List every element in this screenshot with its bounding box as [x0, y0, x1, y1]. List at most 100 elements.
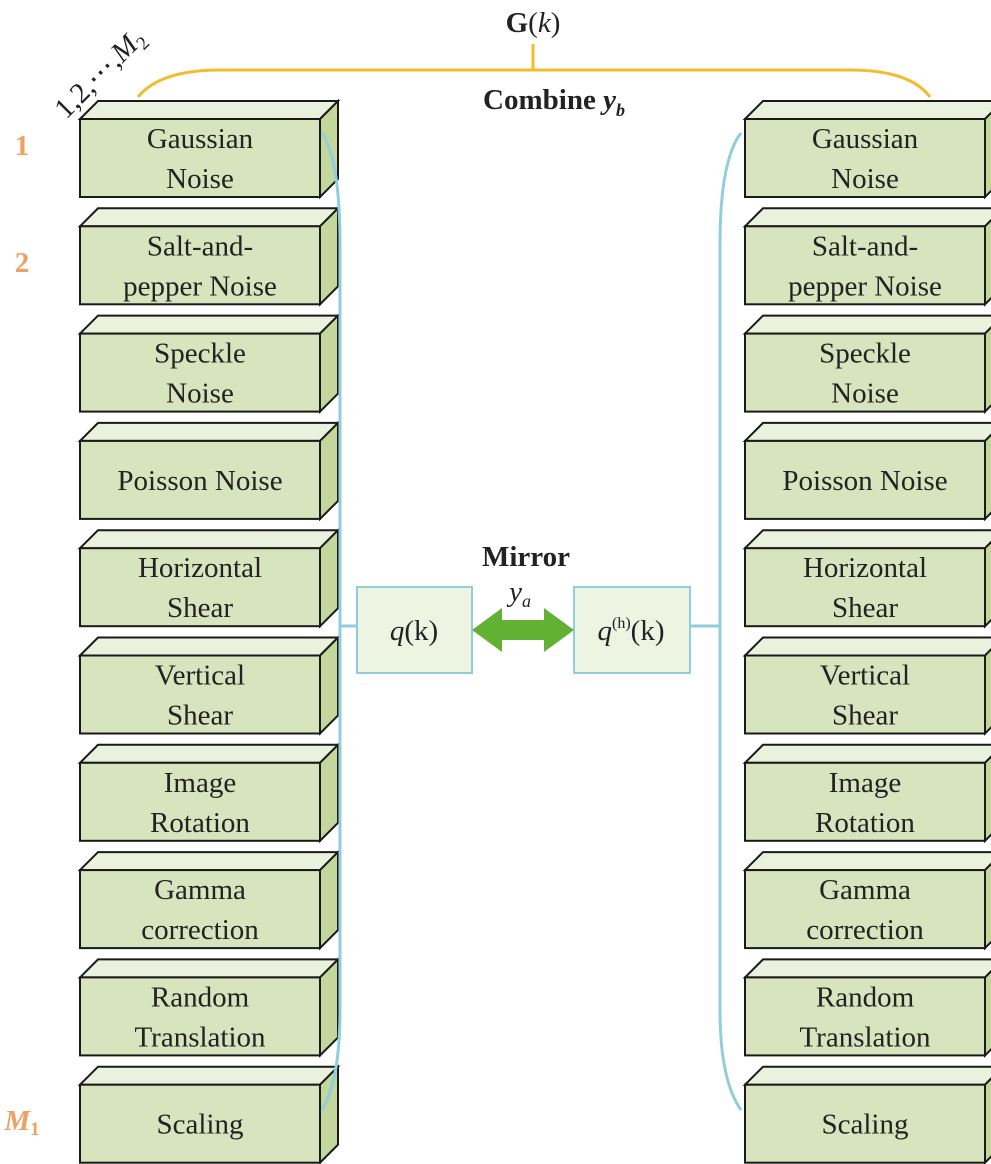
- augmentation-label: Gaussian: [812, 123, 919, 155]
- left-augmentation-box: Gamma correction: [77, 849, 341, 951]
- box-front-face: [744, 869, 986, 950]
- row-index-1: 1: [15, 130, 30, 162]
- box-top-face: [742, 529, 991, 550]
- box-top-face: [77, 958, 341, 979]
- box-top-face: [77, 207, 341, 228]
- augmentation-label: Scaling: [822, 1109, 909, 1141]
- row-index-2: 2: [15, 247, 30, 279]
- box-front-face: [79, 547, 321, 628]
- box-top-face: [742, 1065, 991, 1086]
- augmentation-label: pepper Noise: [788, 270, 942, 302]
- augmentation-label: Rotation: [815, 807, 915, 839]
- augmentation-label: Speckle: [819, 338, 911, 370]
- box-front-face: [744, 1083, 986, 1164]
- q-original-box: [356, 586, 473, 674]
- box-top-face: [742, 421, 991, 442]
- box-top-face: [742, 100, 991, 120]
- augmentation-label: Shear: [167, 592, 233, 624]
- box-side-face: [319, 1064, 339, 1164]
- box-front-face: [744, 654, 986, 735]
- combine-bracket: [136, 44, 932, 98]
- box-top-face: [77, 100, 341, 120]
- augmentation-label: Gaussian: [147, 123, 254, 155]
- augmentation-label: Vertical: [155, 660, 245, 692]
- box-side-face: [319, 313, 339, 415]
- box-top-face: [77, 851, 341, 872]
- box-side-face: [319, 635, 339, 736]
- augmentation-label: Image: [829, 767, 901, 799]
- box-top-face: [742, 743, 991, 764]
- left-augmentation-box: Poisson Noise: [77, 420, 341, 522]
- box-front-face: [744, 332, 986, 413]
- right-augmentation-box: Salt-and-pepper Noise: [742, 207, 991, 307]
- box-front-face: [744, 118, 986, 198]
- augmentation-label: Noise: [166, 378, 234, 410]
- augmentation-label: Salt-and-: [147, 230, 253, 262]
- g-function-label: G(k): [506, 7, 561, 39]
- right-augmentation-box: Scaling: [742, 1065, 991, 1164]
- box-front-face: [744, 439, 986, 520]
- box-front-face: [79, 332, 321, 413]
- augmentation-label: Horizontal: [803, 552, 927, 584]
- box-front-face: [79, 439, 321, 520]
- left-branch-bracket: [320, 132, 357, 1111]
- box-side-face: [319, 956, 339, 1058]
- augmentation-label: Gamma: [154, 874, 246, 906]
- augmentation-label: Gamma: [819, 874, 911, 906]
- augmentation-label: correction: [806, 914, 924, 946]
- augmentation-label: Shear: [167, 700, 233, 732]
- box-top-face: [742, 958, 991, 979]
- box-front-face: [79, 869, 321, 950]
- row-index-m1: M1: [3, 1105, 39, 1140]
- mirror-double-arrow: [472, 608, 574, 652]
- box-top-face: [77, 529, 341, 550]
- augmentation-label: Speckle: [154, 338, 246, 370]
- augmentation-label: Shear: [832, 700, 898, 732]
- augmentation-label: Poisson Noise: [117, 465, 282, 497]
- left-augmentation-box: Salt-and-pepper Noise: [77, 205, 341, 307]
- left-augmentation-box: Scaling: [77, 1064, 341, 1164]
- augmentation-label: Translation: [799, 1021, 931, 1053]
- right-augmentation-box: Poisson Noise: [742, 421, 991, 522]
- box-top-face: [77, 314, 341, 335]
- augmentation-label: Scaling: [157, 1109, 244, 1141]
- box-front-face: [79, 654, 321, 735]
- box-front-face: [744, 225, 986, 306]
- box-side-face: [319, 742, 339, 844]
- right-branch-bracket: [690, 132, 743, 1111]
- augmentation-label: Shear: [832, 592, 898, 624]
- box-front-face: [744, 547, 986, 628]
- box-top-face: [742, 314, 991, 335]
- box-side-face: [319, 205, 339, 307]
- q-mirrored-label: q(h)(k): [598, 615, 665, 647]
- box-front-face: [744, 761, 986, 842]
- box-front-face: [79, 976, 321, 1057]
- augmentation-label: Image: [164, 767, 236, 799]
- mirror-variable: ya: [506, 576, 531, 611]
- augmentation-label: Salt-and-: [812, 230, 918, 262]
- augmentation-label: Poisson Noise: [782, 465, 947, 497]
- box-top-face: [77, 421, 341, 442]
- box-front-face: [79, 761, 321, 842]
- right-augmentation-box: Gamma correction: [742, 851, 991, 951]
- box-front-face: [79, 118, 321, 198]
- box-side-face: [319, 420, 339, 522]
- box-front-face: [79, 225, 321, 306]
- box-top-face: [742, 851, 991, 872]
- augmentation-label: correction: [141, 914, 259, 946]
- box-front-face: [79, 1083, 321, 1164]
- box-top-face: [742, 636, 991, 657]
- augmentation-label: Noise: [831, 163, 899, 195]
- augmentation-label: Noise: [831, 378, 899, 410]
- box-top-face: [77, 636, 341, 657]
